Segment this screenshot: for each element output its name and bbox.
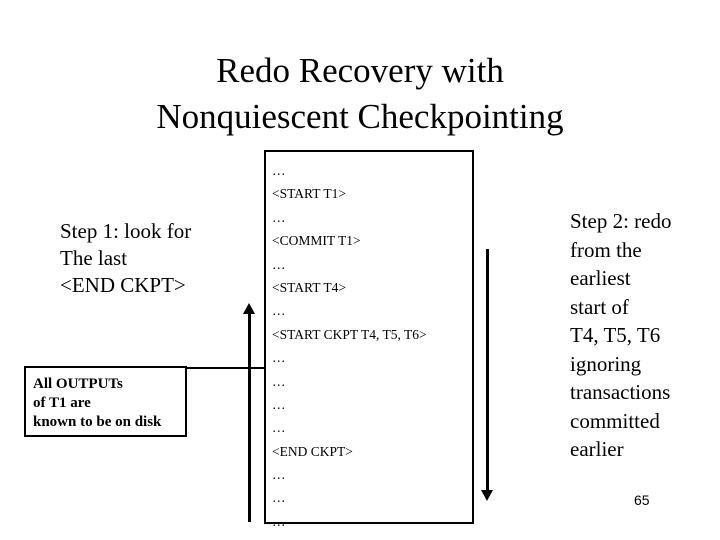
log-entry: … bbox=[272, 303, 287, 319]
step2-line-9: earlier bbox=[570, 437, 624, 461]
step1-annotation: Step 1: look for The last <END CKPT> bbox=[60, 218, 260, 299]
step2-line-7: transactions bbox=[570, 380, 671, 404]
connector-line bbox=[187, 367, 264, 369]
step1-line-1: Step 1: look for bbox=[60, 219, 192, 243]
log-entry: <START T1> bbox=[272, 186, 346, 202]
arrow-up-head-icon bbox=[243, 303, 255, 314]
step2-line-2: from the bbox=[570, 237, 642, 262]
log-entry: … bbox=[272, 420, 287, 436]
outputs-line-3: known to be on disk bbox=[33, 414, 162, 430]
page-title: Redo Recovery with Nonquiescent Checkpoi… bbox=[40, 48, 680, 140]
log-entries-box: … <START T1> … <COMMIT T1> … <START T4> … bbox=[264, 150, 474, 540]
outputs-line-1: All OUTPUTs bbox=[33, 376, 123, 392]
step2-line-6: ignoring bbox=[570, 351, 642, 376]
log-entry: … bbox=[272, 490, 287, 506]
log-entry: <START CKPT T4, T5, T6> bbox=[272, 326, 427, 342]
arrow-down-head-icon bbox=[481, 490, 493, 501]
step2-annotation: Step 2: redo from the earliest start of … bbox=[570, 207, 720, 464]
log-entry: <END CKPT> bbox=[272, 443, 353, 459]
log-entry: … bbox=[272, 163, 287, 178]
log-entry: … bbox=[272, 396, 287, 412]
outputs-callout-box: All OUTPUTs of T1 are known to be on dis… bbox=[24, 366, 187, 437]
log-entry: … bbox=[272, 256, 287, 272]
step2-line-8: committed bbox=[570, 408, 660, 433]
log-entry: <COMMIT T1> bbox=[272, 233, 361, 249]
title-line-2: Nonquiescent Checkpointing bbox=[156, 97, 564, 136]
log-entry: … bbox=[272, 467, 287, 483]
step2-line-5: T4, T5, T6 bbox=[570, 323, 661, 347]
step2-line-4: start of bbox=[570, 294, 629, 319]
slide-number: 65 bbox=[634, 492, 650, 508]
arrow-down-icon bbox=[486, 249, 489, 492]
step2-line-3: earliest bbox=[570, 266, 631, 290]
title-line-1: Redo Recovery with bbox=[216, 51, 504, 90]
outputs-line-2: of T1 are bbox=[33, 395, 91, 411]
step2-line-1: Step 2: redo bbox=[570, 209, 672, 233]
step1-line-2: The last bbox=[60, 246, 128, 270]
log-entry: … bbox=[272, 373, 287, 389]
log-entry: <START T4> bbox=[272, 279, 346, 295]
log-entry: … bbox=[272, 513, 287, 529]
log-entry: … bbox=[272, 209, 287, 225]
log-entry: <START CKPT T9, T10> bbox=[272, 533, 472, 540]
step1-line-3: <END CKPT> bbox=[60, 273, 186, 297]
log-entry: … bbox=[272, 350, 287, 366]
arrow-up-icon bbox=[248, 310, 251, 522]
